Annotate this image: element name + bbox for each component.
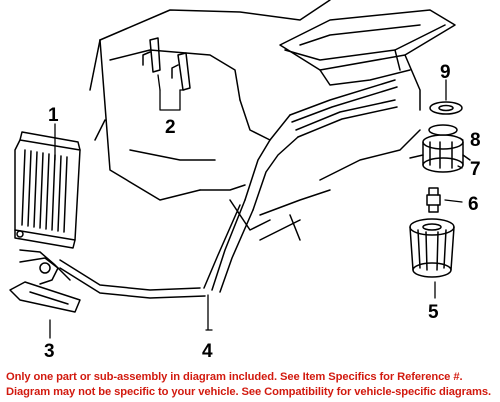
filter-seal	[428, 124, 458, 136]
callout-2: 2	[165, 117, 176, 138]
callout-1: 1	[48, 105, 59, 126]
lower-cooler-line	[19, 249, 206, 299]
callout-4: 4	[202, 341, 213, 362]
oil-filter	[409, 218, 455, 278]
callout-6: 6	[468, 194, 479, 215]
vehicle-body-outline	[89, 0, 421, 241]
cooler-mount-bracket	[9, 257, 81, 313]
filter-adapter	[409, 134, 471, 173]
connector-fitting	[426, 187, 441, 213]
diagram-drawing: 1 2 3 4 5 6 7 8 9	[9, 0, 481, 362]
disclaimer-line-1: Only one part or sub-assembly in diagram…	[6, 371, 463, 383]
disclaimer-footer: Only one part or sub-assembly in diagram…	[0, 368, 500, 402]
leader-lines	[49, 74, 464, 339]
oil-cooler-radiator	[14, 131, 81, 249]
callout-7: 7	[470, 159, 481, 180]
callout-labels: 1 2 3 4 5 6 7 8 9	[44, 62, 481, 362]
bracket-pair	[142, 37, 191, 91]
callout-8: 8	[470, 130, 481, 151]
gasket-ring	[429, 101, 463, 115]
callout-3: 3	[44, 341, 55, 362]
callout-5: 5	[428, 302, 439, 323]
callout-9: 9	[440, 62, 451, 83]
parts-diagram: 1 2 3 4 5 6 7 8 9	[9, 0, 481, 362]
disclaimer-line-2: Diagram may not be specific to your vehi…	[6, 386, 491, 398]
cooler-lines	[203, 79, 398, 293]
engine-cover	[279, 9, 456, 111]
